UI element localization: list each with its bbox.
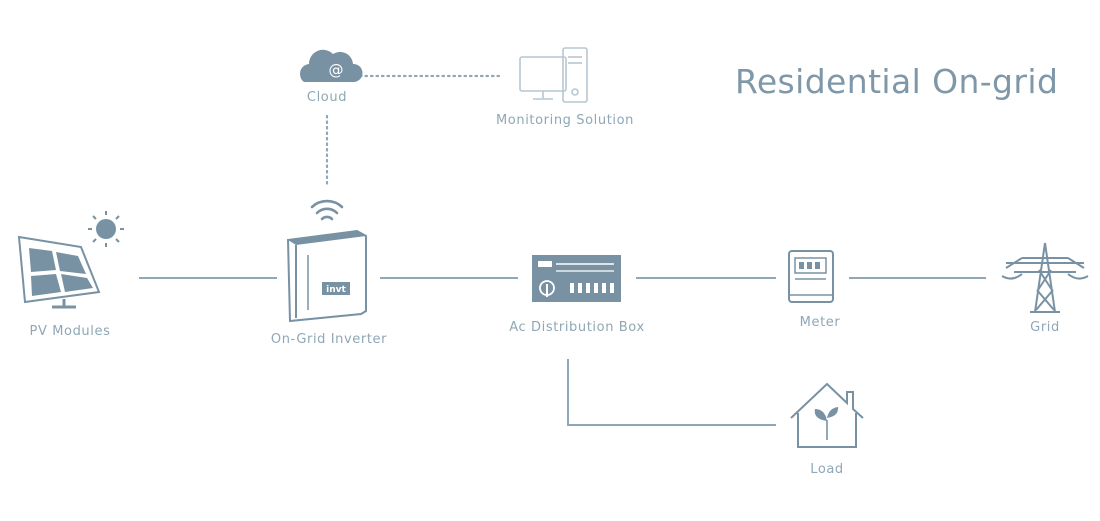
monitoring-node: Monitoring Solution — [496, 47, 634, 128]
pv-modules-node: PV Modules — [17, 211, 124, 339]
cloud-label: Cloud — [307, 90, 347, 105]
meter-icon — [788, 250, 834, 303]
solar-panel-icon — [17, 235, 101, 309]
house-plant-icon — [790, 382, 864, 448]
grid-node: Grid — [1001, 242, 1089, 335]
distribution-box-icon — [532, 255, 621, 302]
edge-acbox-load — [567, 359, 776, 426]
meter-node: Meter — [788, 250, 841, 330]
monitoring-label: Monitoring Solution — [496, 113, 634, 128]
pv-modules-label: PV Modules — [30, 324, 111, 339]
inverter-label: On-Grid Inverter — [271, 332, 387, 347]
load-node: Load — [790, 382, 864, 477]
diagram-title: Residential On-grid — [735, 62, 1058, 101]
inverter-node: invt On-Grid Inverter — [271, 199, 387, 347]
cloud-at-icon: @ — [299, 49, 363, 82]
desktop-computer-icon — [519, 47, 588, 103]
inverter-icon: invt — [286, 229, 367, 323]
ac-box-label: Ac Distribution Box — [509, 320, 644, 335]
sun-icon — [88, 211, 124, 247]
load-label: Load — [810, 462, 844, 477]
wifi-icon — [310, 199, 344, 221]
grid-label: Grid — [1030, 320, 1060, 335]
inverter-brand: invt — [326, 285, 346, 295]
ac-box-node: Ac Distribution Box — [509, 255, 644, 335]
meter-label: Meter — [800, 315, 841, 330]
cloud-badge: @ — [329, 61, 344, 79]
transmission-tower-icon — [1001, 242, 1089, 313]
cloud-node: @ Cloud — [299, 49, 363, 105]
connections — [139, 74, 986, 426]
